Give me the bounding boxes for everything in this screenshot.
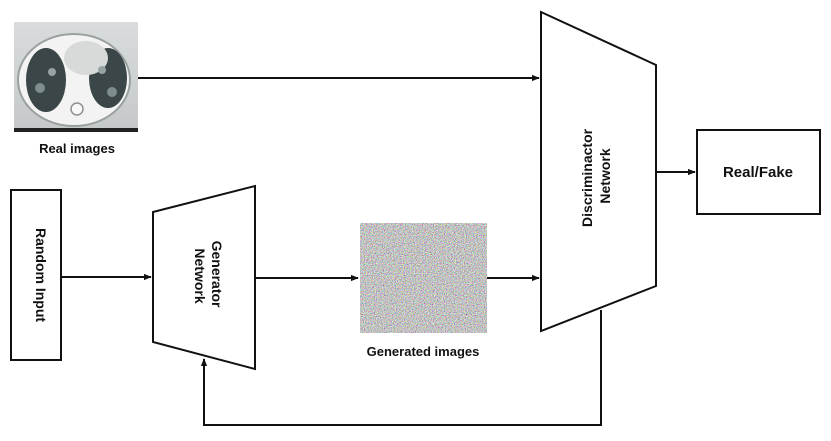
discriminator-label-line-1: Discriminactor: [579, 128, 595, 227]
generated-images-caption: Generated images: [367, 344, 480, 359]
generator-label-line-1: Generator: [209, 241, 225, 308]
generator-label-line-2: Network: [192, 248, 208, 303]
random-input-label: Random Input: [33, 228, 49, 322]
output-label: Real/Fake: [723, 164, 793, 181]
discriminator-label-line-2: Network: [597, 148, 613, 203]
output-node: [696, 129, 821, 215]
real-images-caption: Real images: [39, 141, 115, 156]
discriminator-label: Discriminactor Network: [579, 125, 613, 227]
generator-node: [152, 184, 256, 371]
random-input-node: [10, 189, 62, 361]
discriminator-node: [540, 10, 657, 333]
generator-label: Generator Network: [192, 241, 225, 312]
generated-image: [360, 223, 487, 333]
edge-feedback-to-generator: [200, 310, 602, 426]
real-image: [14, 22, 138, 132]
